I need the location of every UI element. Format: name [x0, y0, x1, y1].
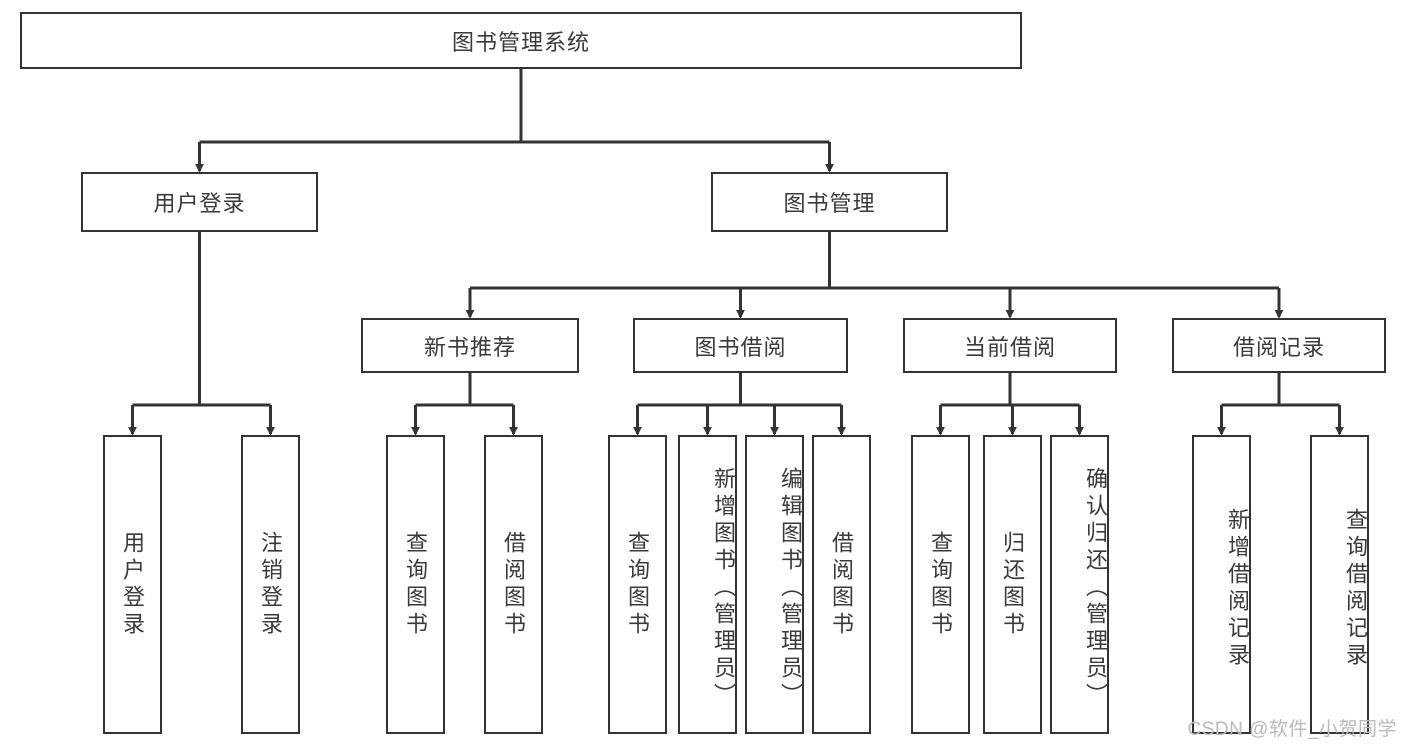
- node-label: 注销登录: [258, 530, 284, 639]
- node-l-login: 用户登录: [103, 435, 162, 734]
- node-label: 查询图书: [625, 530, 651, 639]
- node-label: 当前借阅: [963, 334, 1056, 360]
- node-l-bbook2: 借阅图书: [812, 435, 871, 734]
- node-label: 归还图书: [1000, 530, 1026, 639]
- node-label: 用户登录: [120, 530, 146, 639]
- node-borrow: 图书借阅: [633, 318, 848, 373]
- node-l-qbook1: 查询图书: [386, 435, 445, 734]
- node-l-confirm: 确认归还（管理员）: [1050, 435, 1109, 734]
- node-login: 用户登录: [81, 172, 318, 232]
- node-l-bbook1: 借阅图书: [484, 435, 543, 734]
- node-l-addrec: 新增借阅记录: [1192, 435, 1251, 734]
- node-label: 查询图书: [403, 530, 429, 639]
- node-l-editbook: 编辑图书（管理员）: [745, 435, 804, 734]
- node-label: 查询图书: [928, 530, 954, 639]
- node-l-qbook2: 查询图书: [608, 435, 667, 734]
- node-label: 借阅记录: [1232, 334, 1325, 360]
- node-label: 查询借阅记录: [1343, 507, 1368, 670]
- node-label: 新增图书（管理员）: [711, 467, 736, 710]
- node-newrec: 新书推荐: [361, 318, 579, 373]
- connector-lines: [128, 69, 1344, 436]
- node-label: 借阅图书: [501, 530, 527, 639]
- node-root: 图书管理系统: [20, 12, 1022, 69]
- node-history: 借阅记录: [1172, 318, 1386, 373]
- node-label: 图书管理系统: [451, 29, 590, 55]
- node-l-addbook: 新增图书（管理员）: [678, 435, 737, 734]
- node-label: 图书借阅: [694, 334, 787, 360]
- node-label: 编辑图书（管理员）: [778, 467, 803, 710]
- node-l-return: 归还图书: [983, 435, 1042, 734]
- node-label: 借阅图书: [829, 530, 855, 639]
- node-l-qrec: 查询借阅记录: [1310, 435, 1369, 734]
- node-label: 新书推荐: [423, 334, 516, 360]
- watermark-label: CSDN @软件_小贺同学: [1187, 719, 1397, 740]
- node-bookmgmt: 图书管理: [711, 172, 948, 232]
- node-l-logout: 注销登录: [241, 435, 300, 734]
- node-label: 用户登录: [153, 191, 246, 216]
- node-current: 当前借阅: [903, 318, 1117, 373]
- node-l-qbook3: 查询图书: [911, 435, 970, 734]
- node-label: 新增借阅记录: [1225, 507, 1250, 670]
- node-label: 图书管理: [783, 191, 876, 216]
- node-label: 确认归还（管理员）: [1083, 467, 1108, 710]
